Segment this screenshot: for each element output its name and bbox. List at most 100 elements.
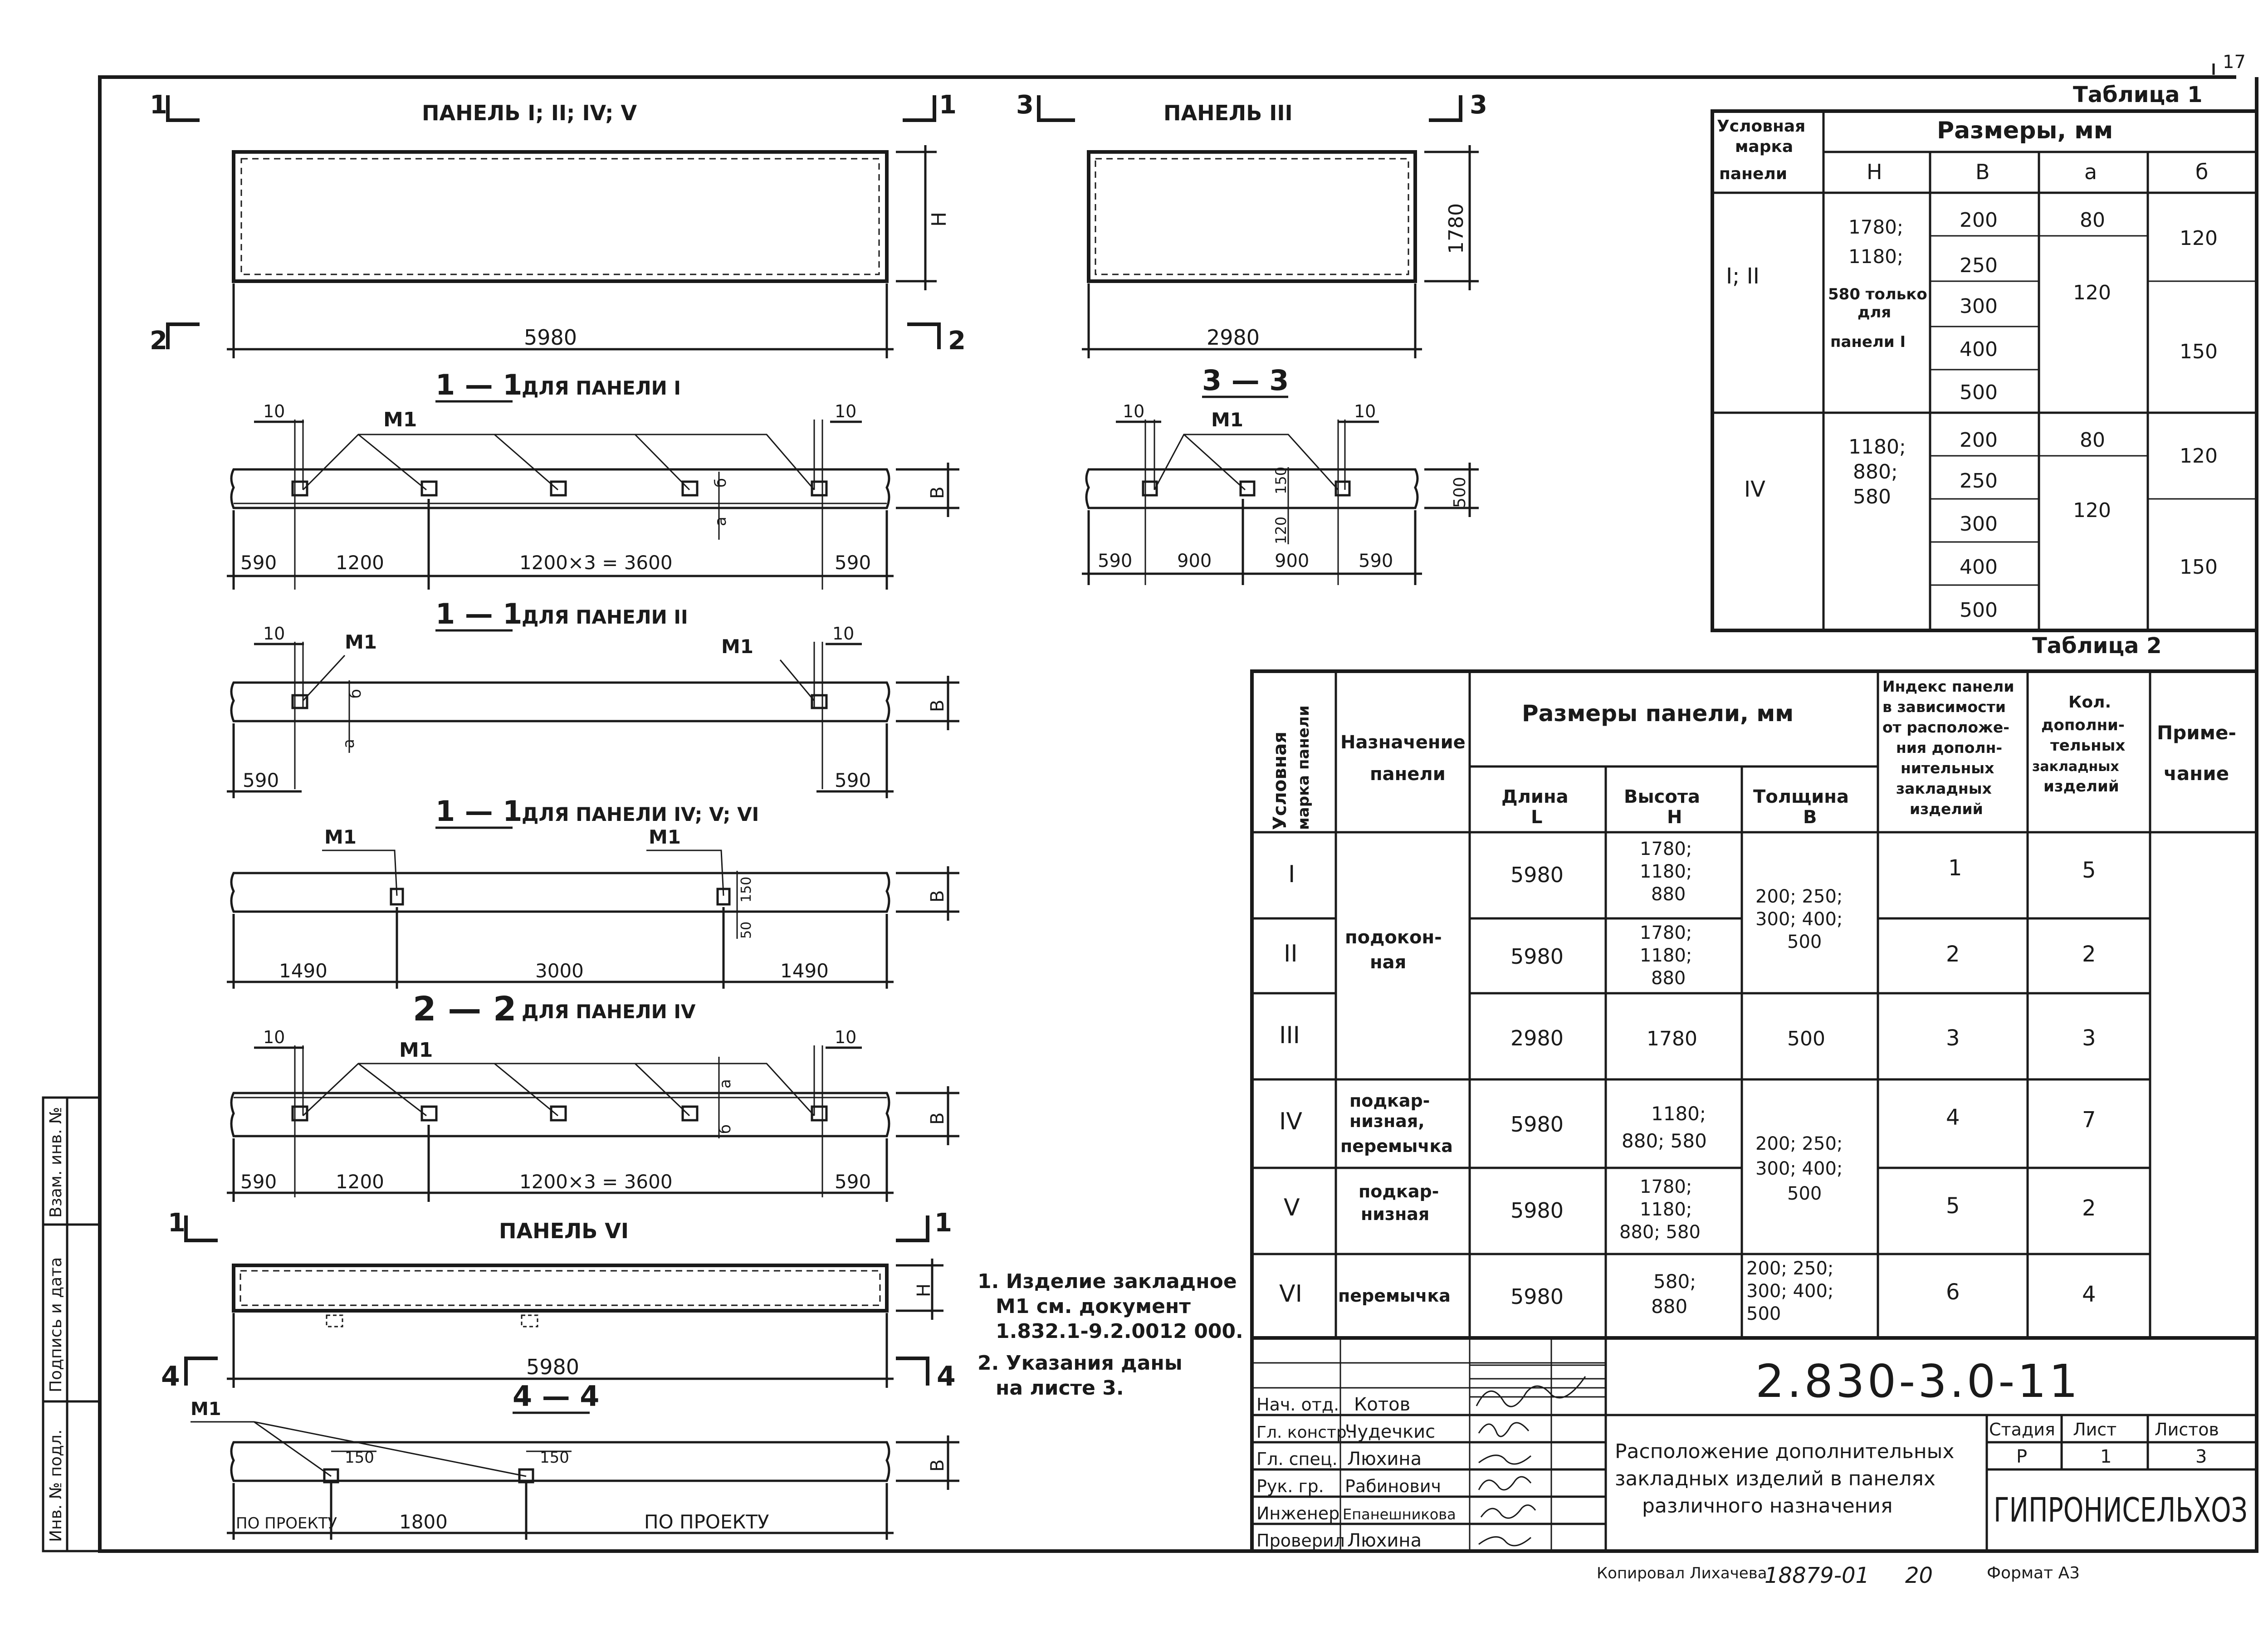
sec11p4-dim-1: 3000 [535,960,584,982]
elevation1-title: ПАНЕЛЬ I; II; IV; V [422,101,637,125]
signature-2 [1478,1454,1531,1465]
sec22-side-v: B [927,1113,948,1125]
staff-role-5: Проверил [1256,1531,1345,1551]
sec11p4-d50: 50 [738,922,754,939]
sec22-d10-left: 10 [263,1027,285,1047]
sec22-side-b: б [716,1124,734,1134]
t2-hdr-index-6: изделий [1910,800,1983,818]
elevation-panel-3: 3 ПАНЕЛЬ III 3 1780 2980 [1016,90,1487,358]
t2-purpose5-0: подкар- [1359,1181,1439,1201]
table-1: Таблица 1 Условная марка панели Размеры,… [1711,82,2258,632]
t2-hdr-index-2: от расположе- [1882,718,2009,736]
t2-thick1-1: 300; 400; [1755,909,1843,930]
t2-purpose1-1: ная [1370,952,1406,973]
sec44-title: 4 — 4 [513,1380,599,1413]
cut-mark-1-left: 1 [150,90,167,120]
t2-r5-length: 5980 [1510,1284,1564,1309]
t1-col-h: H [1867,160,1882,184]
sec11p1-side-v: B [927,487,948,499]
t2-purpose4-0: подкар- [1349,1091,1430,1111]
sec11p2-title-num: 1 — 1 [435,597,522,630]
staff-name-1: Чудечкис [1345,1421,1435,1442]
t2-hdr-index-1: в зависимости [1882,698,2006,716]
sec11p2-mark-left: M1 [345,631,377,653]
sec11p4-mark-left: M1 [324,826,357,848]
stamp-replace-label: Взам. инв. № [47,1107,65,1218]
notes: 1. Изделие закладное M1 см. документ 1.8… [978,1270,1243,1400]
sec11p2-mark-right: M1 [721,635,753,658]
table-2: Таблица 2 Условная марка панели Назначен… [1250,633,2258,1340]
sec22-title-tail: ДЛЯ ПАНЕЛИ IV [522,1001,696,1023]
sec11p4-mark-right: M1 [649,826,681,848]
note-line-3: 2. Указания даны [978,1352,1183,1375]
stamp-sign-label: Подпись и дата [47,1257,65,1392]
sec11p1-side-b: б [712,478,730,488]
cut-mark-3-right: 3 [1470,90,1487,120]
t1-g2-b2: 300 [1960,512,1998,536]
staff-name-3: Рабинович [1345,1476,1441,1496]
section-3-3: 3 — 3 M1 10 10 150 120 500 590 900 900 5… [1082,364,1479,585]
elevation1-height: H [928,212,951,227]
panel6-length: 5980 [526,1355,579,1379]
t1-g2-b4: 500 [1960,599,1998,622]
t1-g1-h2: 580 только [1828,285,1927,303]
t2-r4-count: 2 [2082,1196,2096,1221]
t1-g2-h2: 580 [1853,485,1891,508]
t2-r1-mark: II [1284,940,1298,967]
staff-role-2: Гл. спец. [1256,1449,1338,1469]
t2-r0-length: 5980 [1510,863,1564,887]
elevation1-length: 5980 [524,325,577,350]
t1-g2-h1: 880; [1853,460,1898,483]
sec11p1-d10-left: 10 [263,401,285,421]
t2-r2-count: 3 [2082,1025,2096,1051]
t1-g1-h1: 1180; [1848,245,1903,268]
t1-g1-h0: 1780; [1848,216,1903,238]
sec33-dim-2: 900 [1275,551,1309,571]
copied-by: Копировал Лихачева [1597,1564,1767,1582]
t2-hdr-index-4: нительных [1901,759,1994,777]
sec11p4-title-tail: ДЛЯ ПАНЕЛИ IV; V; VI [522,803,759,825]
signature-5 [1478,1536,1531,1547]
t1-g2-a1: 120 [2073,499,2111,522]
staff-role-1: Гл. констр. [1256,1423,1352,1442]
t2-hdr-count-4: изделий [2043,777,2119,796]
sheets-value: 3 [2195,1446,2207,1467]
t1-col-d: б [2195,160,2208,184]
cut-mark-3-left: 3 [1016,90,1034,120]
sec33-d120: 120 [1272,517,1290,544]
t2-r1-index: 2 [1946,942,1960,967]
t1-g1-mark: I; II [1726,264,1760,289]
t2-r5-h0: 580; [1653,1270,1696,1293]
t2-r2-h0: 1780 [1647,1027,1697,1050]
side-stamp: Инв. № подл. Подпись и дата Взам. инв. № [42,1096,101,1552]
footer: Копировал Лихачева 18879-01 20 Формат А3 [1597,1563,2080,1588]
t2-hdr-index-5: закладных [1896,780,1992,797]
sec11p2-d10-right: 10 [832,624,854,644]
t2-r0-h0: 1780; [1640,839,1692,859]
sec11p2-dim-1: 590 [835,769,871,791]
sec33-d10-right: 10 [1354,401,1376,421]
t2-hdr-count-3: закладных [2032,759,2119,775]
sec44-dim-1: 1800 [399,1511,448,1533]
stage-label: Стадия [1989,1420,2055,1440]
t2-thick1-2: 500 [1787,932,1822,952]
elevation-panel-1: 1 ПАНЕЛЬ I; II; IV; V 1 H 5980 2 2 [150,90,966,358]
sec22-mark: M1 [399,1039,433,1062]
t2-purpose4-2: перемычка [1340,1136,1453,1156]
sec11p2-side-a: a [340,739,358,748]
sec11p1-dim-0: 590 [240,552,277,574]
t1-g1-d2: 150 [2180,340,2218,363]
t1-g1-a1: 120 [2073,281,2111,304]
t2-r4-mark: V [1284,1194,1300,1221]
format-label: Формат А3 [1987,1564,2080,1582]
sec22-dim-0: 590 [240,1171,277,1193]
stamp-inv-label: Инв. № подл. [47,1430,65,1542]
cut-6-right: 1 [934,1208,952,1238]
t1-g1-b4: 500 [1960,381,1998,404]
sec22-dim-2: 1200×3 = 3600 [519,1171,673,1193]
t1-g1-b1: 250 [1960,254,1998,277]
staff-name-2: Люхина [1347,1449,1422,1469]
t2-purpose4-1: низная, [1349,1111,1425,1131]
t2-r5-mark: VI [1279,1280,1302,1308]
